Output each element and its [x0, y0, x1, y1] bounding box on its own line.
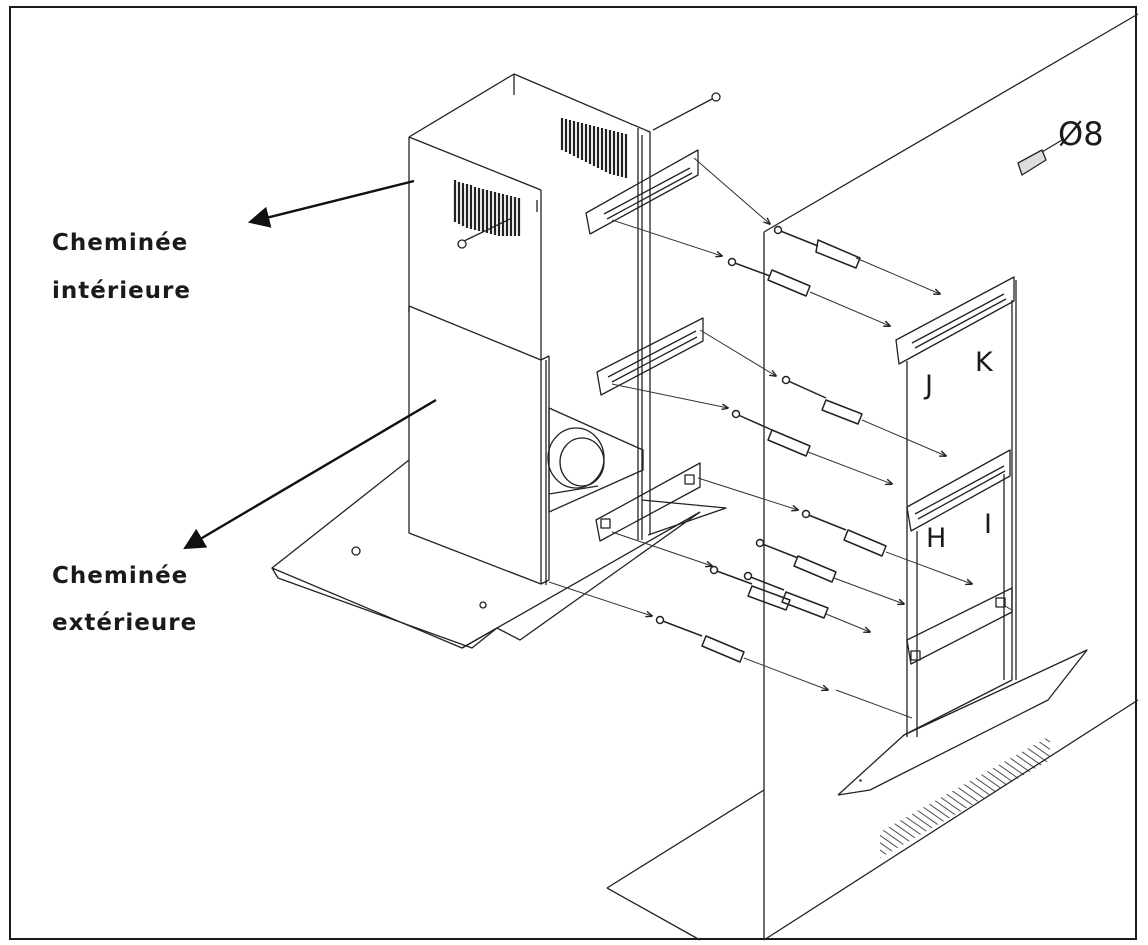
part-label-i: I [984, 509, 992, 540]
part-label-j: J [925, 370, 933, 401]
outer-chimney [409, 306, 549, 585]
inner-chimney-label-line2: intérieure [52, 278, 191, 304]
inner-chimney [409, 74, 721, 540]
drill-bit [1018, 140, 1062, 175]
bracket-bottom-right [907, 588, 1012, 664]
part-label-k: K [975, 347, 993, 378]
fixing-screws [655, 225, 887, 663]
outer-chimney-label-line1: Cheminée [52, 563, 189, 589]
outer-chimney-label-line2: extérieure [52, 610, 198, 636]
installed-hood [838, 650, 1087, 858]
bracket-hi [907, 450, 1010, 737]
guide-lines [549, 158, 1012, 718]
drill-size-label: Ø8 [1058, 115, 1104, 153]
left-bracket-middle [597, 318, 703, 395]
inner-chimney-label-line1: Cheminée [52, 230, 189, 256]
hood-base [272, 408, 700, 648]
left-bracket-top [586, 150, 698, 234]
left-bracket-bottom [596, 463, 726, 541]
bracket-jk [896, 277, 1016, 737]
label-arrows [183, 181, 436, 550]
part-label-h: H [926, 523, 947, 554]
wall [607, 14, 1138, 940]
